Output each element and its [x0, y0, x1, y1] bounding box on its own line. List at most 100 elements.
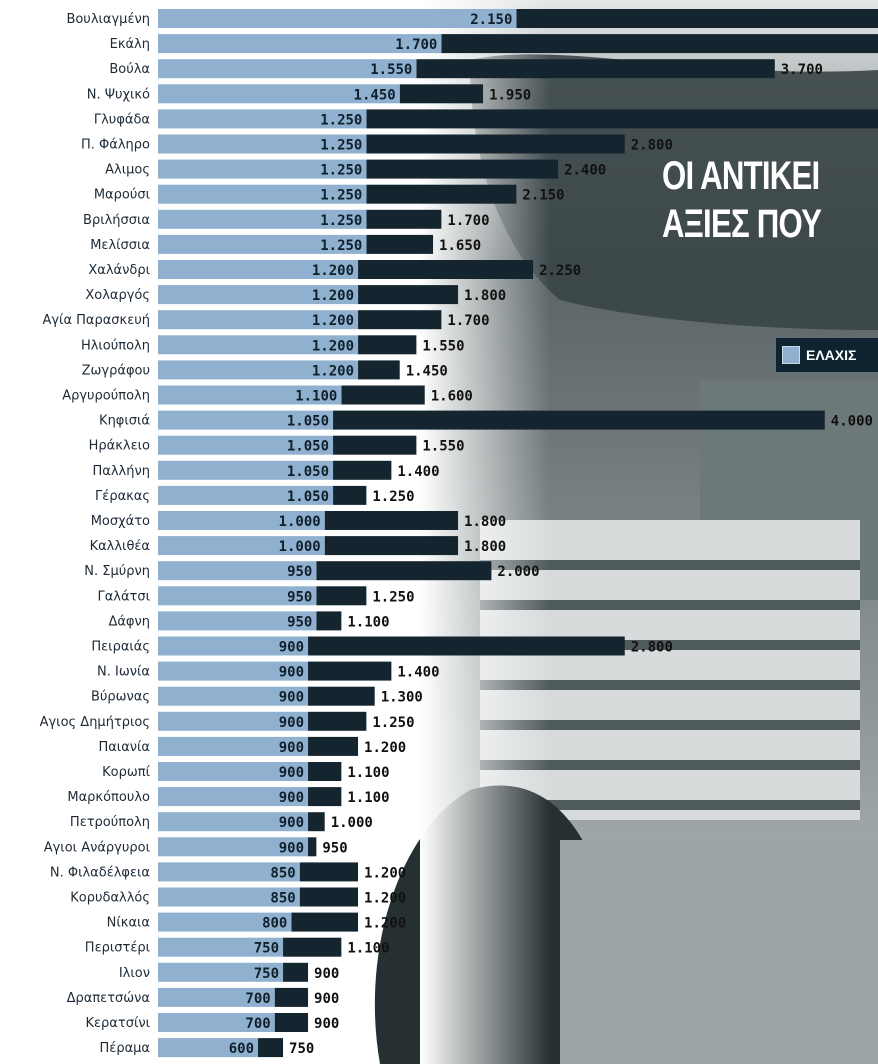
max-price-label: 2.800	[631, 138, 673, 154]
min-price-label: 900	[279, 815, 304, 831]
max-price-label: 750	[289, 1041, 314, 1057]
min-price-bar	[158, 787, 309, 807]
max-price-label: 900	[314, 991, 339, 1007]
min-price-label: 900	[279, 765, 304, 781]
min-price-bar	[158, 435, 334, 455]
min-price-label: 700	[245, 1016, 270, 1032]
max-price-label: 1.800	[464, 539, 506, 555]
category-label: Γλυφάδα	[94, 112, 150, 127]
photo-balconies	[480, 560, 860, 810]
max-price-label: 1.300	[381, 690, 423, 706]
min-price-bar	[158, 159, 367, 179]
category-label: Πετρούπολη	[70, 815, 150, 830]
max-price-bar	[324, 536, 459, 556]
max-price-bar	[308, 736, 359, 756]
min-price-bar	[158, 59, 417, 79]
min-price-bar	[158, 661, 309, 681]
category-label: Γαλάτσι	[97, 589, 150, 604]
category-label: Πειραιάς	[91, 640, 150, 655]
max-price-label: 3.700	[781, 62, 823, 78]
min-price-label: 1.450	[354, 87, 396, 103]
min-price-bar	[158, 34, 442, 54]
category-label: Καλλιθέα	[90, 539, 150, 554]
category-label: Χαλάνδρι	[88, 263, 150, 278]
min-price-label: 900	[279, 640, 304, 656]
min-price-label: 1.550	[370, 62, 412, 78]
category-label: Εκάλη	[110, 37, 150, 52]
legend-label: ΕΛΑΧΙΣ	[806, 347, 857, 363]
category-label: Αγιοι Ανάργυροι	[44, 840, 150, 855]
max-price-label: 1.550	[422, 338, 464, 354]
legend-swatch	[782, 346, 800, 364]
min-price-label: 850	[270, 865, 295, 881]
max-price-bar	[308, 812, 325, 832]
min-price-label: 600	[229, 1041, 254, 1057]
min-price-bar	[158, 310, 359, 330]
category-label: Δραπετσώνα	[67, 991, 150, 1006]
min-price-bar	[158, 937, 284, 957]
max-price-bar	[308, 762, 342, 781]
max-price-bar	[308, 661, 392, 681]
headline: ΟΙ ΑΝΤΙΚΕΙ ΑΞΙΕΣ ΠΟΥ	[662, 152, 830, 248]
max-price-label: 1.100	[347, 941, 389, 957]
category-label: Βούλα	[109, 62, 150, 77]
max-price-label: 900	[314, 966, 339, 982]
max-price-bar	[308, 686, 375, 706]
max-price-label: 950	[322, 840, 347, 856]
min-price-bar	[158, 485, 334, 505]
min-price-bar	[158, 9, 517, 28]
max-price-label: 1.800	[464, 288, 506, 304]
max-price-label: 2.000	[497, 564, 539, 580]
max-price-bar	[308, 636, 625, 656]
max-price-label: 2.250	[539, 263, 581, 279]
min-price-bar	[158, 812, 309, 832]
category-label: Κορυδαλλός	[70, 891, 150, 906]
min-price-bar	[158, 636, 309, 656]
max-price-bar	[366, 209, 442, 229]
max-price-bar	[333, 435, 417, 455]
min-price-label: 1.200	[312, 288, 354, 304]
max-price-bar	[341, 385, 425, 405]
category-label: Κορωπί	[102, 765, 150, 780]
min-price-label: 1.250	[320, 138, 362, 154]
min-price-bar	[158, 460, 334, 480]
category-label: Βριλήσσια	[83, 213, 150, 228]
min-price-label: 1.700	[395, 37, 437, 53]
max-price-label: 1.100	[347, 614, 389, 630]
max-price-label: 1.800	[464, 514, 506, 530]
max-price-bar	[441, 34, 878, 54]
min-price-bar	[158, 1013, 275, 1032]
max-price-bar	[274, 1013, 309, 1032]
min-price-bar	[158, 260, 359, 279]
max-price-label: 1.200	[364, 865, 406, 881]
min-price-bar	[158, 686, 309, 706]
min-price-bar	[158, 536, 325, 556]
min-price-label: 1.050	[287, 414, 329, 430]
min-price-label: 900	[279, 690, 304, 706]
max-price-label: 1.550	[422, 439, 464, 455]
min-price-bar	[158, 1038, 259, 1058]
max-price-label: 1.400	[397, 665, 439, 681]
max-price-bar	[333, 485, 367, 505]
legend: ΕΛΑΧΙΣ	[776, 338, 878, 372]
max-price-bar	[308, 837, 317, 857]
